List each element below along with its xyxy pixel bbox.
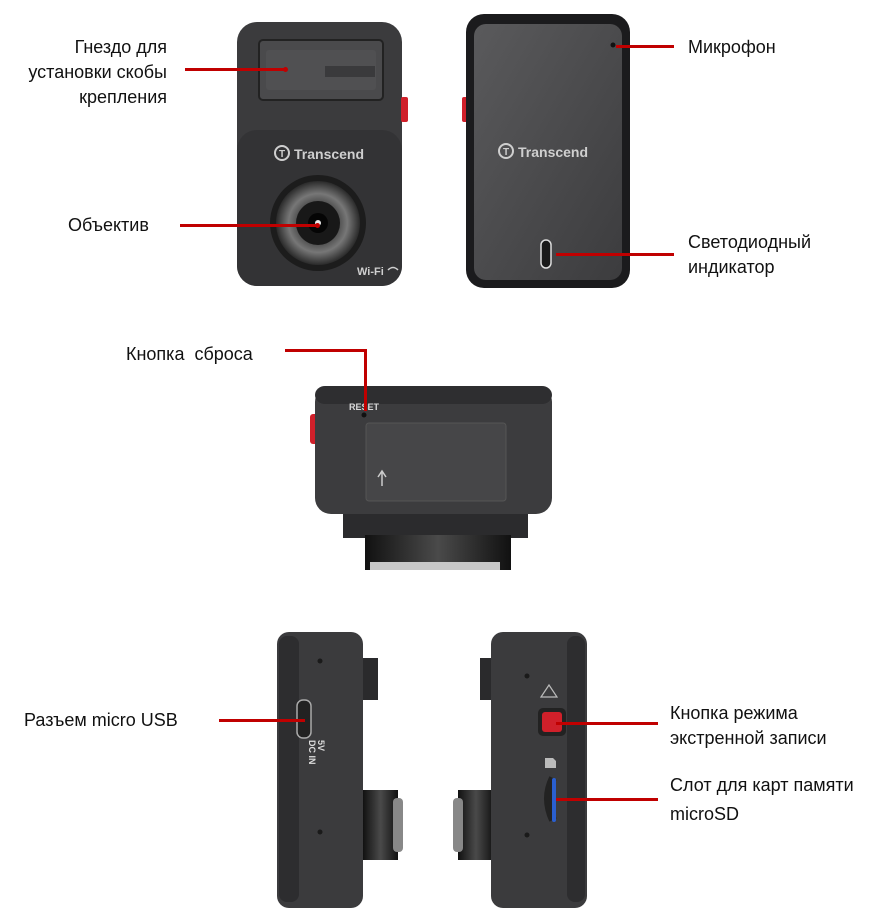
label-led-line2: индикатор	[688, 257, 775, 277]
arrow-up-icon	[377, 469, 387, 486]
svg-text:T: T	[503, 147, 509, 158]
warning-triangle-icon	[539, 683, 559, 698]
label-microsd-slot-line2: microSD	[670, 804, 740, 824]
label-mount-slot-line3: крепления	[79, 87, 167, 107]
label-microphone: Микрофон	[688, 37, 776, 57]
brand-back: Transcend	[518, 144, 588, 160]
camera-top-view: RESET	[310, 386, 552, 570]
svg-text:T: T	[279, 149, 285, 160]
leader-led	[556, 253, 674, 256]
camera-back-view: T Transcend	[462, 14, 630, 288]
leader-lens	[180, 224, 318, 227]
leader-reset-v	[364, 349, 367, 411]
label-microsd-slot: Слот для карт памяти microSD	[670, 773, 854, 827]
camera-left-side-view: 5V DC IN	[277, 632, 403, 908]
wifi-icon	[387, 266, 399, 271]
microsd-slot-shape	[552, 778, 556, 822]
brand-front: Transcend	[294, 146, 364, 162]
label-led-line1: Светодиодный	[688, 232, 812, 252]
label-mount-slot-line1: Гнездо для	[74, 37, 167, 57]
leader-lens-end	[315, 223, 320, 228]
label-mount-slot: Гнездо для установки скобы крепления	[0, 35, 167, 110]
label-emergency-button-line2: экстренной записи	[670, 728, 827, 748]
leader-microphone	[616, 45, 674, 48]
label-microsd-slot-line1: Слот для карт памяти	[670, 775, 854, 795]
microphone-hole	[610, 42, 616, 48]
reset-hole	[361, 412, 367, 418]
label-lens: Объектив	[68, 215, 149, 235]
port-5v-text: 5V	[316, 740, 326, 751]
emergency-button-shape	[542, 712, 562, 732]
transcend-logo-icon: T	[274, 145, 290, 161]
port-dcin-text: DC IN	[307, 740, 317, 765]
label-mount-slot-line2: установки скобы	[28, 62, 167, 82]
camera-right-side-view	[453, 632, 587, 908]
label-reset-button: Кнопка сброса	[126, 344, 253, 364]
leader-emergency-button	[556, 722, 658, 725]
leader-microsd	[556, 798, 658, 801]
wifi-text: Wi-Fi	[357, 266, 384, 278]
sd-card-icon	[545, 758, 556, 768]
emergency-button-edge	[401, 97, 408, 122]
led-indicator-shape	[540, 239, 552, 269]
transcend-logo-icon: T	[498, 143, 514, 159]
leader-mount-slot-end	[283, 67, 288, 72]
leader-mount-slot	[185, 68, 285, 71]
label-emergency-button: Кнопка режима экстренной записи	[670, 701, 827, 751]
leader-micro-usb	[219, 719, 305, 722]
camera-front-view: T Transcend Wi-Fi	[237, 22, 408, 286]
label-emergency-button-line1: Кнопка режима	[670, 703, 798, 723]
leader-reset-h	[285, 349, 367, 352]
label-micro-usb: Разъем micro USB	[24, 710, 178, 730]
label-led: Светодиодный индикатор	[688, 230, 811, 280]
